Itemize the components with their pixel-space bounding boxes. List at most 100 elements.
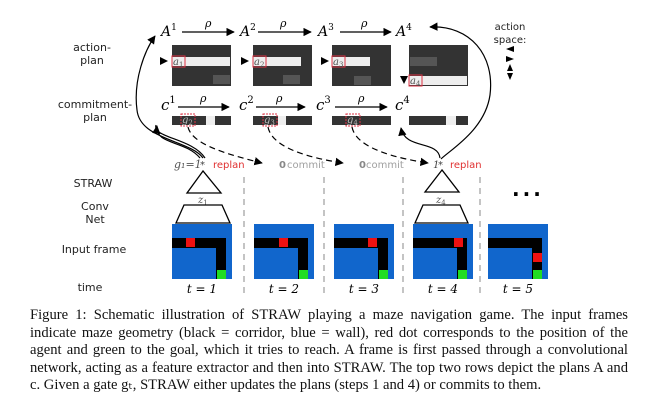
action-space-label-1: action <box>495 22 526 33</box>
goal-marker <box>533 270 542 279</box>
row-label-conv-1: Conv <box>81 200 109 213</box>
agent-marker <box>186 238 195 247</box>
goal-marker <box>217 270 226 279</box>
goal-marker <box>299 270 308 279</box>
action-plan-panel-3: a3 <box>321 45 391 86</box>
row-label-action-plan-1: action- <box>73 41 111 54</box>
gate-row: g₁=1 * replan 0 commit 0 commit 1 * repl… <box>174 158 482 171</box>
rho-label: ρ <box>199 92 207 105</box>
up-arrow-icon <box>507 64 513 71</box>
z1-label: z1 <box>197 195 208 207</box>
row-label-time: time <box>78 281 103 294</box>
rho-label: ρ <box>275 92 283 105</box>
right-arrow-icon <box>321 57 329 65</box>
down-arrow-icon <box>507 73 513 80</box>
gate-star-4: * <box>438 160 443 171</box>
action-marker-a1: a1 <box>173 57 183 69</box>
plan-row-active <box>409 76 467 85</box>
commitment-vector <box>172 116 231 125</box>
right-arrow-icon <box>160 57 168 65</box>
replan-arrow-double <box>155 124 206 159</box>
gate-value-2: 0 <box>279 160 286 171</box>
gate-action-replan-1: replan <box>213 160 245 171</box>
input-frame-2 <box>254 224 314 279</box>
action-plan-panel-1: a1 <box>160 45 231 86</box>
replan-arrow-to-c1 <box>152 125 201 159</box>
gate-value-3: 0 <box>359 160 366 171</box>
right-arrow-icon <box>241 57 249 65</box>
row-label-conv-2: Net <box>85 213 105 226</box>
goal-marker <box>458 270 467 279</box>
row-label-commitment-plan-1: commitment- <box>58 98 132 111</box>
maze-corridor-vertical <box>298 238 308 279</box>
dashed-arrow-g3 <box>267 126 344 167</box>
gate-marker-box <box>262 113 278 127</box>
A4-label: A4 <box>394 23 412 40</box>
rho-label: ρ <box>357 92 365 105</box>
convnet-trapezoid <box>413 204 470 224</box>
replan-arrow-to-A4 <box>429 22 492 160</box>
agent-marker <box>454 238 463 247</box>
gate-marker-box <box>180 113 196 127</box>
commitment-vector <box>409 116 468 125</box>
gate-marker-g3: g3 <box>264 115 275 127</box>
time-label-3: t = 3 <box>349 282 380 296</box>
z4-label: z4 <box>435 195 446 207</box>
ellipsis: ... <box>512 177 544 201</box>
plan-c-labels: c1 c2 c3 c4 <box>161 95 410 114</box>
time-step-separators <box>243 177 481 296</box>
action-marker-a4: a4 <box>410 76 421 88</box>
straw-triangle <box>185 169 223 194</box>
gate-action-commit-2: commit <box>287 160 325 171</box>
maze-corridor-vertical <box>457 238 467 279</box>
rho-label: ρ <box>279 17 287 30</box>
c4-label: c4 <box>395 95 410 114</box>
agent-marker <box>279 238 288 247</box>
row-label-straw: STRAW <box>74 177 113 190</box>
action-space-legend: action space: <box>494 22 527 80</box>
replan-arrow-to-c4 <box>398 127 441 159</box>
gate-marker-g4: g4 <box>347 115 358 127</box>
action-marker-a3: a3 <box>333 57 343 69</box>
time-label-4: t = 4 <box>428 282 458 296</box>
c2-label: c2 <box>239 95 254 114</box>
commitment-bar-1: g2 <box>172 113 231 127</box>
gate-action-replan-4: replan <box>450 160 482 171</box>
A1-label: A1 <box>159 23 177 40</box>
maze-corridor-vertical <box>216 238 226 279</box>
replan-curves <box>135 22 492 160</box>
rho-arrows-A: ρ ρ ρ <box>182 17 392 37</box>
rho-arrows-c: ρ ρ ρ <box>178 92 388 112</box>
maze-corridor-horizontal <box>413 238 466 248</box>
dashed-arrow-g4 <box>351 126 429 167</box>
right-arrow-icon <box>506 56 514 62</box>
gate-value-4: 1 <box>433 160 439 171</box>
gate-star-1: * <box>200 160 205 171</box>
figure-caption: Figure 1: Schematic illustration of STRA… <box>30 307 628 394</box>
action-space-label-2: space: <box>494 35 527 46</box>
maze-corridor-horizontal <box>334 238 387 248</box>
gate-value-1: g₁=1 <box>174 158 202 171</box>
action-marker-box <box>252 55 267 68</box>
plan-cell <box>354 76 371 85</box>
commitment-bar-4 <box>409 116 468 125</box>
maze-corridor-horizontal <box>488 238 541 248</box>
row-label-commitment-plan-2: plan <box>83 111 107 124</box>
input-frame-5 <box>488 224 548 279</box>
c3-label: c3 <box>316 95 331 114</box>
plan-row-active <box>253 57 301 66</box>
plan-row-active <box>172 57 230 66</box>
down-arrow-icon <box>400 76 408 84</box>
straw-module-t4: z4 <box>413 168 470 224</box>
time-label-5: t = 5 <box>503 282 533 296</box>
gate-marker-g2: g2 <box>182 115 193 127</box>
replan-arrow-to-A1 <box>135 35 204 159</box>
straw-module-t1: z1 <box>174 169 232 224</box>
input-frame-4 <box>413 224 473 279</box>
commitment-bar-3: g4 <box>332 113 391 127</box>
action-marker-box <box>171 55 186 68</box>
rho-label: ρ <box>204 17 212 30</box>
action-marker-box <box>331 55 346 68</box>
commitment-slot <box>278 116 286 125</box>
commitment-vector <box>332 116 391 125</box>
